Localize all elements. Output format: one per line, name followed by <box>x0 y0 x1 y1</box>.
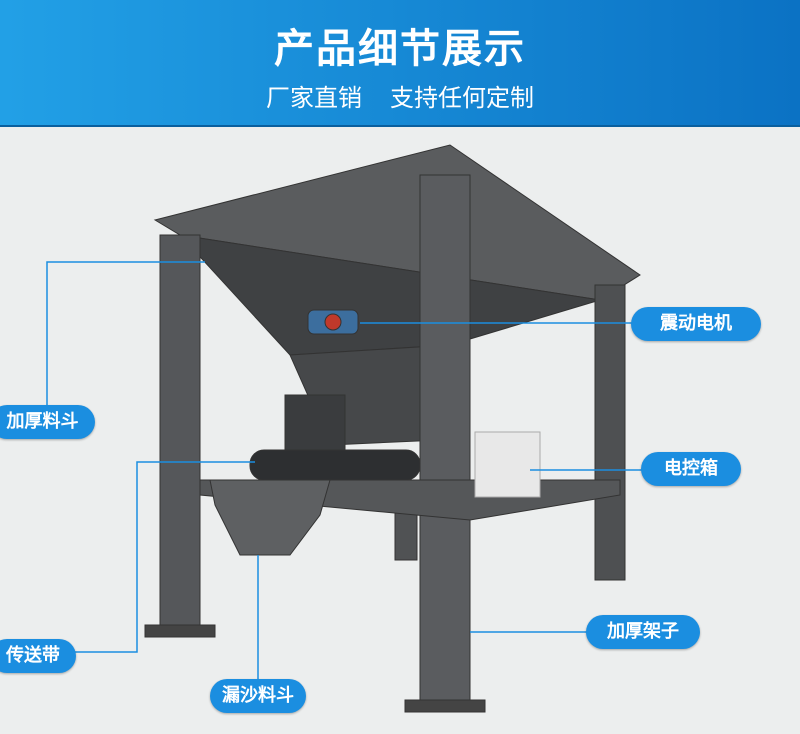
header-banner: 产品细节展示 厂家直销支持任何定制 <box>0 0 800 127</box>
label-conveyor-belt: 传送带 <box>0 639 76 673</box>
label-control-box: 电控箱 <box>641 452 741 486</box>
label-thick-frame: 加厚架子 <box>586 615 700 649</box>
subtitle-right: 支持任何定制 <box>390 84 534 112</box>
label-sand-hopper: 漏沙料斗 <box>210 679 306 713</box>
subtitle: 厂家直销支持任何定制 <box>0 78 800 113</box>
label-vibration-motor: 震动电机 <box>631 307 761 341</box>
subtitle-left: 厂家直销 <box>266 84 362 112</box>
page-title: 产品细节展示 <box>274 26 526 72</box>
label-thick-hopper: 加厚料斗 <box>0 405 95 439</box>
